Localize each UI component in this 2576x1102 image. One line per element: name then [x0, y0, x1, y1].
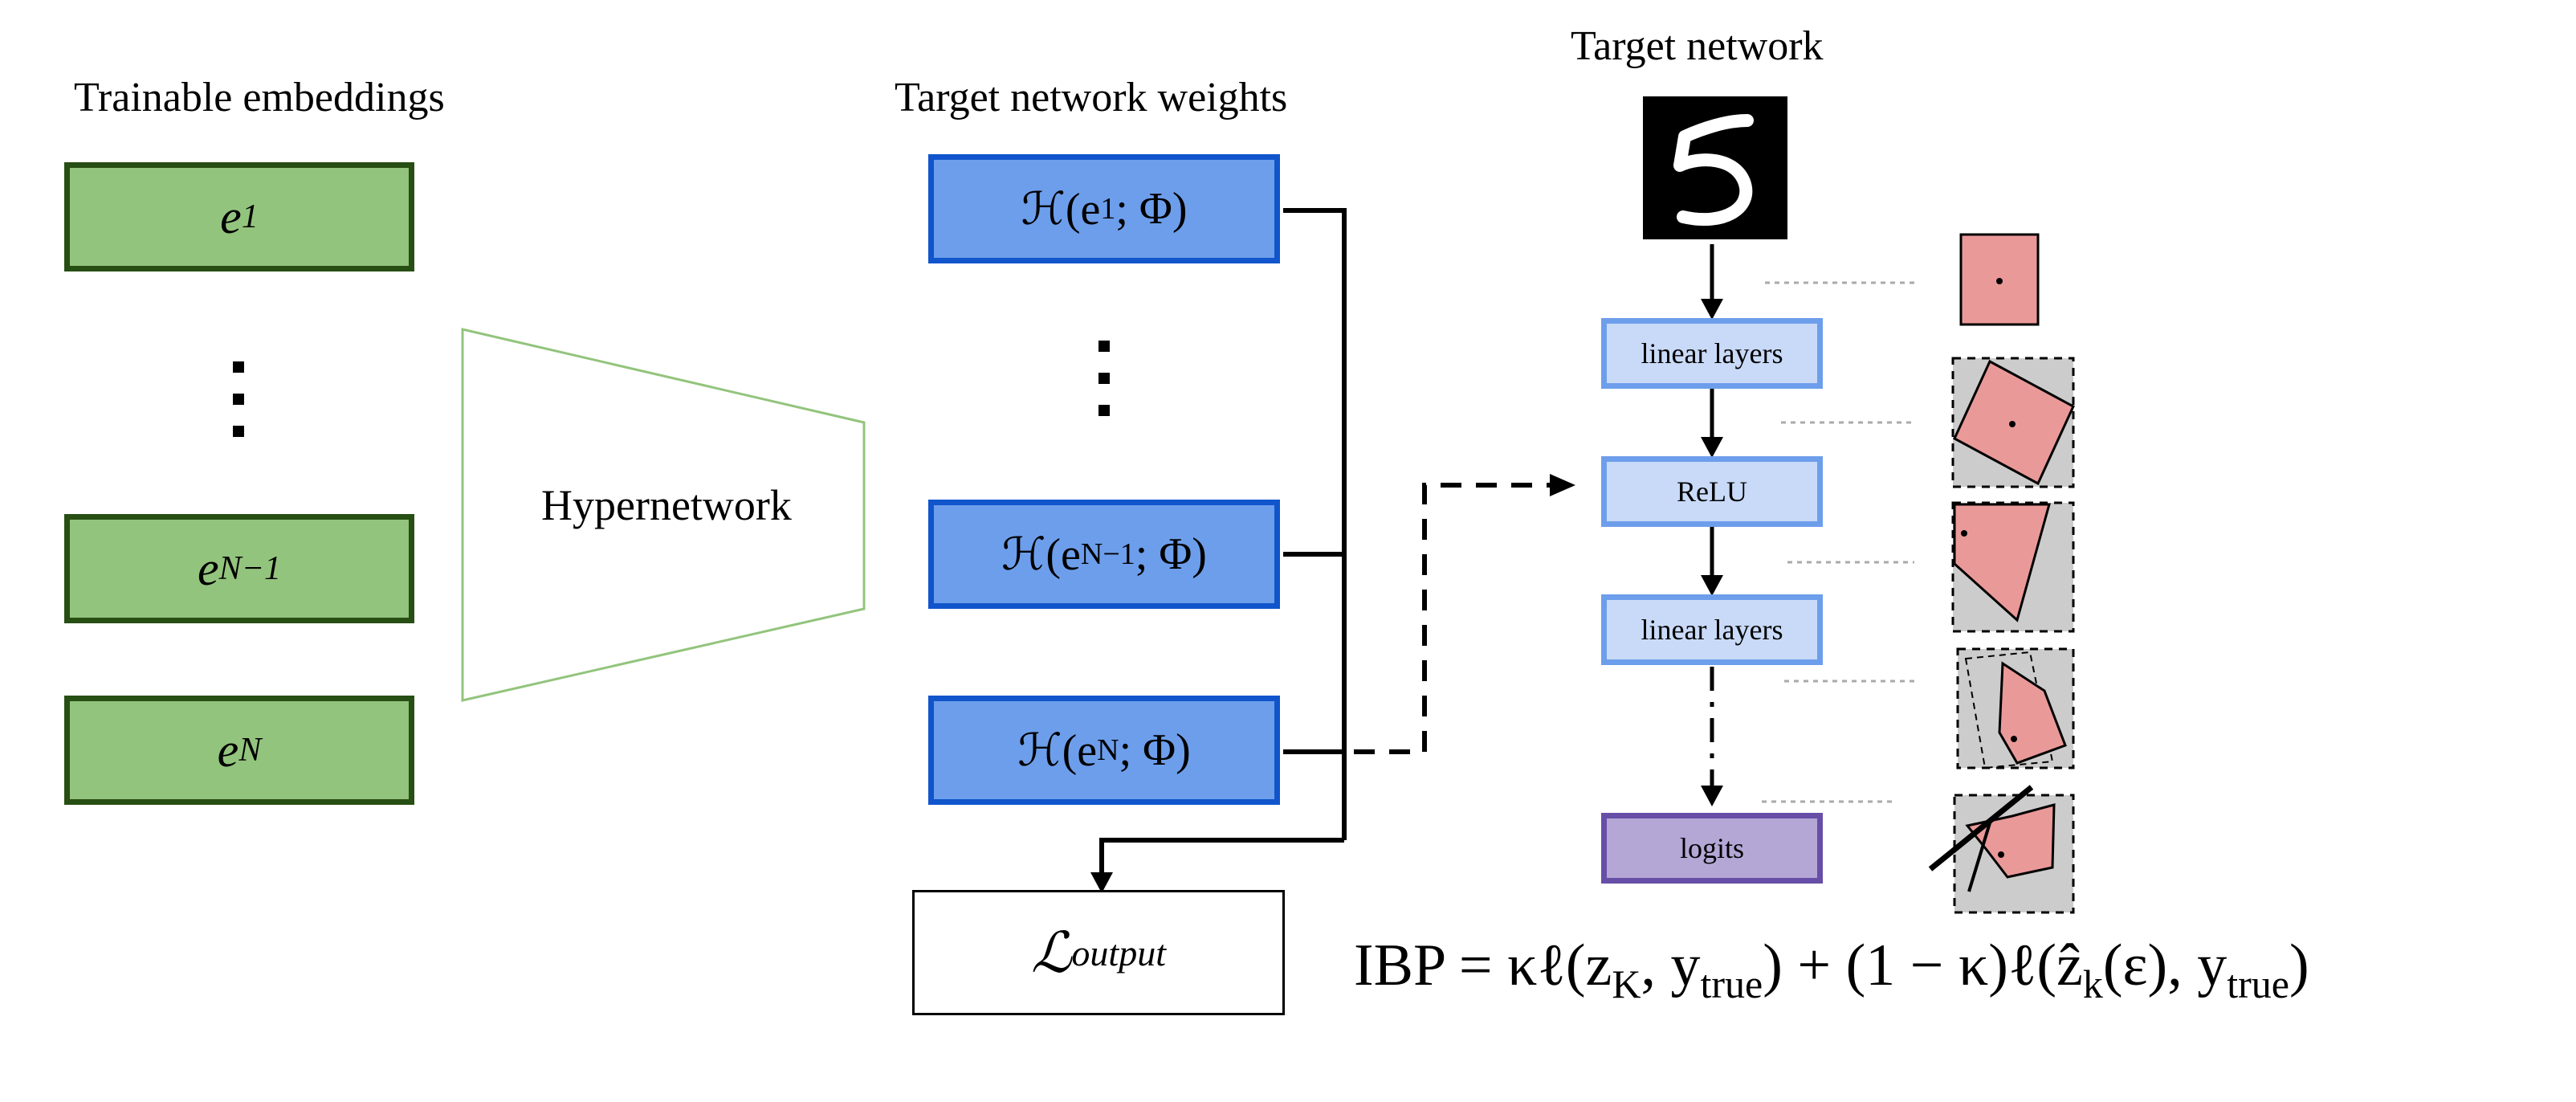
formula-sub4: true: [2227, 961, 2289, 1006]
weight-N-sub: N: [1097, 733, 1119, 767]
bound-guide-lines: [1762, 281, 1919, 803]
embedding-eN1-base: e: [198, 541, 219, 595]
weight-N-pre: ℋ(e: [1017, 725, 1098, 776]
embedding-e1-base: e: [220, 190, 242, 243]
input-digit-image: [1643, 96, 1787, 239]
bound-icon-relu: [1951, 501, 2075, 633]
layer-logits: logits: [1601, 813, 1823, 884]
formula-part5: ): [2289, 933, 2309, 998]
bound-icon-linear1: [1951, 357, 2075, 488]
formula-part4: (ε), y: [2102, 933, 2228, 998]
weight-N1-post: ; Φ): [1135, 529, 1207, 579]
layer-relu: ReLU: [1601, 456, 1823, 527]
heading-trainable-embeddings: Trainable embeddings: [74, 75, 445, 120]
weight-N1-pre: ℋ(e: [1001, 529, 1081, 580]
bound-icon-linear2: [1956, 647, 2075, 769]
bound-icon-input: [1959, 233, 2040, 326]
formula-sub2: true: [1700, 961, 1763, 1006]
formula-sub3: k: [2082, 961, 2103, 1006]
layer-arrowheads: [1701, 299, 1723, 806]
heading-target-network-weights: Target network weights: [895, 75, 1288, 120]
embedding-e1-sub: 1: [241, 198, 259, 235]
formula-part1: IBP = κℓ(z: [1354, 933, 1612, 998]
weight-N-post: ; Φ): [1119, 725, 1191, 775]
ibp-formula: IBP = κℓ(zK, ytrue) + (1 − κ)ℓ(ẑk(ε), yt…: [1354, 932, 2309, 1007]
formula-part2: , y: [1641, 933, 1701, 998]
layer-linear-1: linear layers: [1601, 318, 1823, 389]
loss-symbol: ℒ: [1031, 922, 1072, 985]
weight-1-pre: ℋ(e: [1021, 184, 1101, 235]
hypernetwork-label: Hypernetwork: [541, 481, 792, 529]
weight-1-sub: 1: [1100, 192, 1116, 226]
layer-linear-2: linear layers: [1601, 594, 1823, 665]
bound-icon-logits: [1928, 785, 2075, 914]
formula-sub1: K: [1612, 961, 1641, 1006]
weight-N1-sub: N−1: [1080, 537, 1135, 571]
loss-arrowhead: [1090, 872, 1113, 893]
weights-to-target-dashed-arrow: [1283, 474, 1575, 754]
loss-subscript: output: [1071, 932, 1166, 973]
embeddings-ellipsis: [233, 361, 244, 437]
embedding-eN-base: e: [217, 723, 239, 777]
formula-part3: ) + (1 − κ)ℓ(ẑ: [1763, 933, 2083, 998]
embedding-eN1-sub: N−1: [218, 550, 281, 587]
heading-target-network: Target network: [1571, 23, 1824, 69]
weight-1-post: ; Φ): [1115, 184, 1188, 234]
weights-ellipsis: [1098, 341, 1110, 416]
hypernetwork-shape: [461, 328, 866, 702]
embedding-eN-sub: N: [238, 732, 262, 769]
